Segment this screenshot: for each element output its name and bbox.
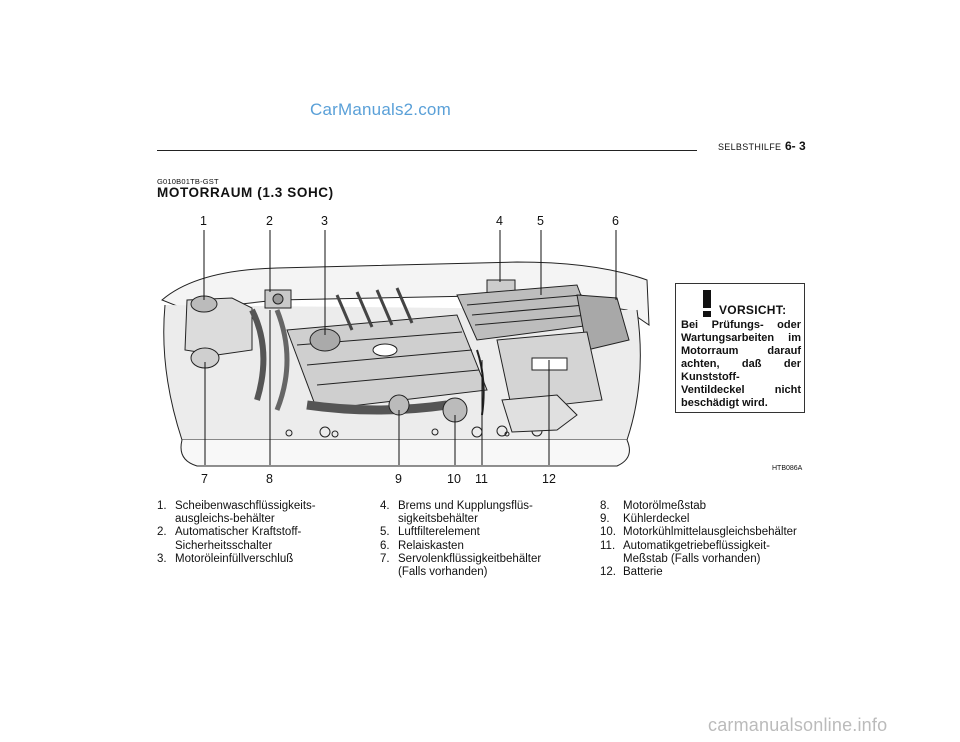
callout-10: 10 — [447, 472, 461, 485]
callout-lines — [203, 230, 617, 465]
legend-number: 11. — [600, 539, 616, 552]
legend-number: 3. — [157, 552, 167, 565]
callout-2: 2 — [266, 214, 273, 228]
legend-item: 5. Luftfilterelement — [380, 526, 565, 539]
engine-diagram: 1 2 3 4 5 6 7 8 9 10 11 12 — [161, 214, 650, 485]
legend-item: 8. Motorölmeßstab — [600, 500, 805, 513]
callout-7: 7 — [201, 472, 208, 485]
exclamation-icon — [703, 290, 711, 317]
legend-item: 11. Automatikgetriebeflüssigkeit-Meßstab … — [600, 540, 805, 566]
legend-number: 4. — [380, 500, 390, 512]
legend-number: 6. — [380, 539, 390, 552]
legend-text: Brems und Kupplungsflüs-sigkeitsbehälter — [398, 500, 533, 526]
legend-text: Motoröleinfüllverschluß — [175, 552, 294, 565]
legend-column-3: 8. Motorölmeßstab 9. Kühlerdeckel 10. Motor… — [600, 500, 805, 579]
callout-3: 3 — [321, 214, 328, 228]
legend-column-1: 1. Scheibenwaschflüssigkeits-ausgleichs-b… — [157, 500, 347, 566]
caution-body: Bei Prüfungs- oder Wartungsarbeiten im M… — [681, 319, 801, 409]
legend-number: 9. — [600, 513, 610, 526]
legend-item: 7. Servolenkflüssigkeitbehälter (Falls vo… — [380, 553, 565, 579]
legend-number: 10. — [600, 526, 616, 539]
header-rule — [157, 150, 697, 151]
legend-column-2: 4. Brems und Kupplungsflüs-sigkeitsbehält… — [380, 500, 565, 579]
legend-text: Automatischer Kraftstoff-Sicherheitsscha… — [175, 526, 302, 552]
callout-11: 11 — [475, 472, 488, 485]
legend-number: 2. — [157, 526, 167, 539]
page-title: MOTORRAUM (1.3 SOHC) — [157, 185, 334, 200]
legend-text: Motorkühlmittelausgleichsbehälter — [623, 526, 797, 539]
section-title: SELBSTHILFE — [718, 142, 782, 152]
legend-item: 10. Motorkühlmittelausgleichsbehälter — [600, 526, 805, 539]
caution-box: VORSICHT: Bei Prüfungs- oder Wartungsarb… — [675, 283, 805, 413]
legend-text: Relaiskasten — [398, 539, 464, 552]
legend-item: 6. Relaiskasten — [380, 540, 565, 553]
document-code: G010B01TB-GST — [157, 177, 219, 186]
callout-4: 4 — [496, 214, 503, 228]
legend-item: 9. Kühlerdeckel — [600, 513, 805, 526]
callout-5: 5 — [537, 214, 544, 228]
callout-6: 6 — [612, 214, 619, 228]
page-number: 6- 3 — [785, 139, 806, 153]
callout-8: 8 — [266, 472, 273, 485]
legend-text: Luftfilterelement — [398, 526, 480, 539]
callout-12: 12 — [542, 472, 556, 485]
watermark-bottom[interactable]: carmanualsonline.info — [708, 715, 888, 735]
callout-1: 1 — [200, 214, 207, 228]
legend-text: Automatikgetriebeflüssigkeit-Meßstab (Fa… — [623, 539, 771, 565]
callout-9: 9 — [395, 472, 402, 485]
legend-item: 12. Batterie — [600, 566, 805, 579]
legend-item: 1. Scheibenwaschflüssigkeits-ausgleichs-b… — [157, 500, 347, 526]
legend-number: 8. — [600, 500, 610, 512]
caution-title: VORSICHT: — [719, 303, 787, 317]
engine-illustration — [161, 261, 650, 467]
legend-item: 4. Brems und Kupplungsflüs-sigkeitsbehält… — [380, 500, 565, 526]
figure-code: HTB086A — [772, 465, 803, 472]
legend-number: 12. — [600, 566, 616, 579]
legend-text: Scheibenwaschflüssigkeits-ausgleichs-beh… — [175, 500, 316, 526]
legend-text: Batterie — [623, 566, 663, 579]
legend-number: 5. — [380, 526, 390, 539]
legend-text: Motorölmeßstab — [623, 500, 707, 512]
legend-item: 2. Automatischer Kraftstoff-Sicherheitssc… — [157, 526, 347, 552]
legend-item: 3. Motoröleinfüllverschluß — [157, 553, 347, 566]
legend-number: 1. — [157, 500, 167, 512]
watermark-top[interactable]: CarManuals2.com — [310, 100, 451, 119]
legend-text: Kühlerdeckel — [623, 513, 690, 526]
legend-number: 7. — [380, 552, 390, 565]
legend-text: Servolenkflüssigkeitbehälter (Falls vorh… — [398, 552, 542, 579]
